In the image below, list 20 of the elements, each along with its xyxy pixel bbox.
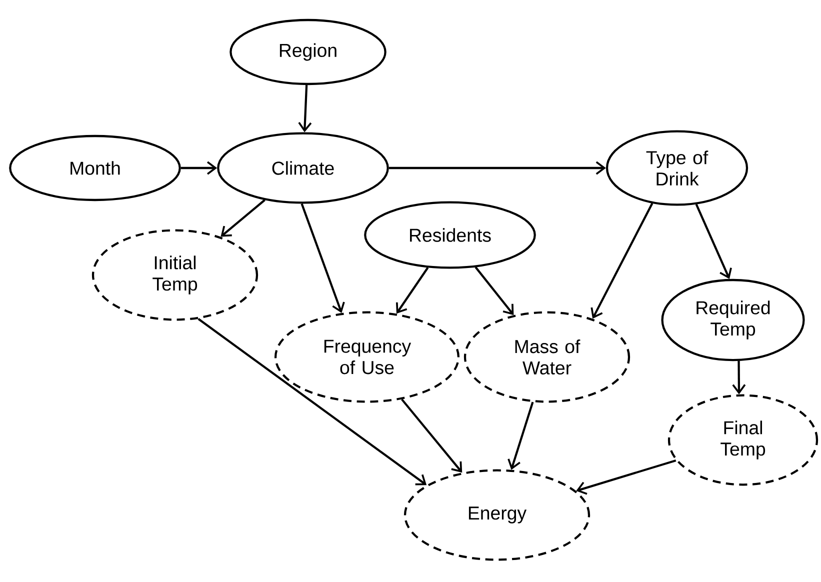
arrow <box>401 398 462 473</box>
ellipse-node: Residents <box>364 201 536 269</box>
arrow <box>300 203 345 314</box>
arrow <box>474 266 514 316</box>
arrow <box>695 204 732 279</box>
arrow <box>590 202 654 319</box>
ellipse-node: Region <box>230 18 386 86</box>
arrow <box>576 459 676 495</box>
ellipse-node: Required Temp <box>661 278 805 362</box>
arrow <box>508 402 534 470</box>
ellipse-node: Climate <box>217 132 389 204</box>
arrow <box>732 360 746 394</box>
arrow <box>396 267 429 314</box>
arrow <box>388 161 606 175</box>
ellipse-node: Type of Drink <box>606 130 748 206</box>
arrow <box>198 318 427 486</box>
arrow <box>298 85 312 132</box>
arrow <box>220 199 266 237</box>
ellipse-node: Month <box>9 134 181 202</box>
arrow <box>180 161 218 175</box>
